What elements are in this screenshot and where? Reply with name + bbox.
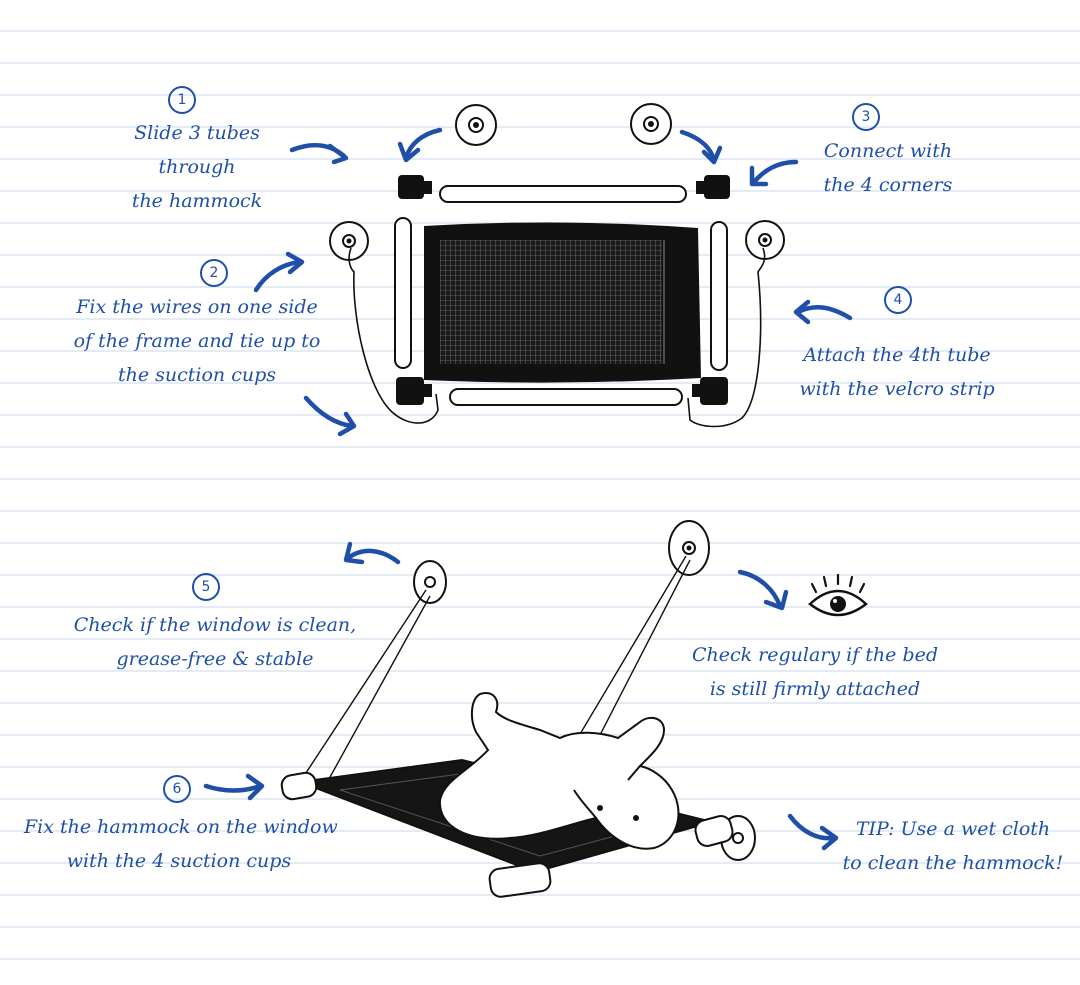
support-wire-left-inner: [323, 595, 431, 789]
step-2-line: Fix the wires on one side: [76, 296, 318, 318]
check-note-line: is still firmly attached: [709, 678, 921, 700]
wire-right: [687, 247, 766, 428]
cat-illustration: [438, 692, 680, 850]
arrow-tip: [787, 813, 839, 851]
tube-right: [710, 221, 728, 371]
step-1-text: Slide 3 tubes through the hammock: [122, 116, 272, 218]
step-4-line: Attach the 4th tube: [803, 344, 991, 366]
step-4-line: with the velcro strip: [799, 378, 995, 400]
arrow-step4: [793, 299, 853, 325]
corner-connector-top-left: [398, 175, 432, 199]
tube-top: [439, 185, 687, 203]
step-1-number: 1: [168, 86, 196, 114]
wire-left: [348, 247, 439, 424]
tip-line: TIP: Use a wet cloth: [855, 818, 1051, 840]
tube-bottom: [449, 388, 683, 406]
arrow-step2-top: [253, 251, 305, 293]
step-4-number: 4: [884, 286, 912, 314]
arrow-step1: [289, 142, 349, 165]
check-note-line: Check regulary if the bed: [691, 644, 939, 666]
hammock-mesh: [424, 222, 701, 383]
arrow-step6: [203, 773, 265, 801]
step-6-number: 6: [163, 775, 191, 803]
step-6-line: Fix the hammock on the window: [24, 816, 338, 838]
step-6-text: Fix the hammock on the window with the 4…: [24, 810, 338, 878]
step-3-line: Connect with: [823, 140, 953, 162]
top-suction-cup-left: [455, 104, 497, 146]
step-2-number: 2: [200, 259, 228, 287]
step-2-line: the suction cups: [117, 364, 276, 386]
arrow-step5: [343, 541, 401, 565]
arrow-check-note: [737, 569, 789, 611]
window-suction-cup-upper-right: [668, 520, 710, 576]
tip-text: TIP: Use a wet cloth to clean the hammoc…: [838, 812, 1068, 880]
arrow-step3: [749, 159, 799, 187]
step-5-line: Check if the window is clean,: [73, 614, 357, 636]
side-suction-cup-right: [745, 220, 785, 260]
step-1-line: through: [158, 156, 236, 178]
top-suction-cup-right: [630, 103, 672, 145]
step-5-line: grease-free & stable: [116, 648, 314, 670]
frame-tube-right: [694, 815, 734, 847]
check-note-text: Check regulary if the bed is still firml…: [680, 638, 950, 706]
step-4-text: Attach the 4th tube with the velcro stri…: [782, 338, 1012, 406]
support-wire-left-outer: [299, 589, 427, 783]
step-1-line: Slide 3 tubes: [134, 122, 260, 144]
window-suction-cup-upper-left: [413, 560, 447, 604]
arrow-step2-bottom: [303, 395, 357, 437]
arrow-step1-cup: [397, 127, 443, 163]
corner-connector-top-right: [696, 175, 730, 199]
side-suction-cup-left: [329, 221, 369, 261]
corner-connector-bottom-right: [692, 377, 728, 405]
arrow-step3-cup: [679, 129, 723, 165]
step-3-line: the 4 corners: [823, 174, 953, 196]
step-1-line: the hammock: [131, 190, 263, 212]
step-3-number: 3: [852, 103, 880, 131]
frame-tube-front: [488, 862, 552, 898]
step-5-text: Check if the window is clean, grease-fre…: [70, 608, 360, 676]
eye-icon: [808, 573, 868, 617]
step-2-text: Fix the wires on one side of the frame a…: [62, 290, 332, 392]
tip-line: to clean the hammock!: [842, 852, 1064, 874]
step-6-line: with the 4 suction cups: [66, 850, 292, 872]
corner-connector-bottom-left: [396, 377, 432, 405]
step-2-line: of the frame and tie up to: [73, 330, 321, 352]
step-5-number: 5: [192, 573, 220, 601]
step-3-text: Connect with the 4 corners: [808, 134, 968, 202]
tube-left: [394, 217, 412, 369]
frame-tube-back: [280, 771, 318, 801]
